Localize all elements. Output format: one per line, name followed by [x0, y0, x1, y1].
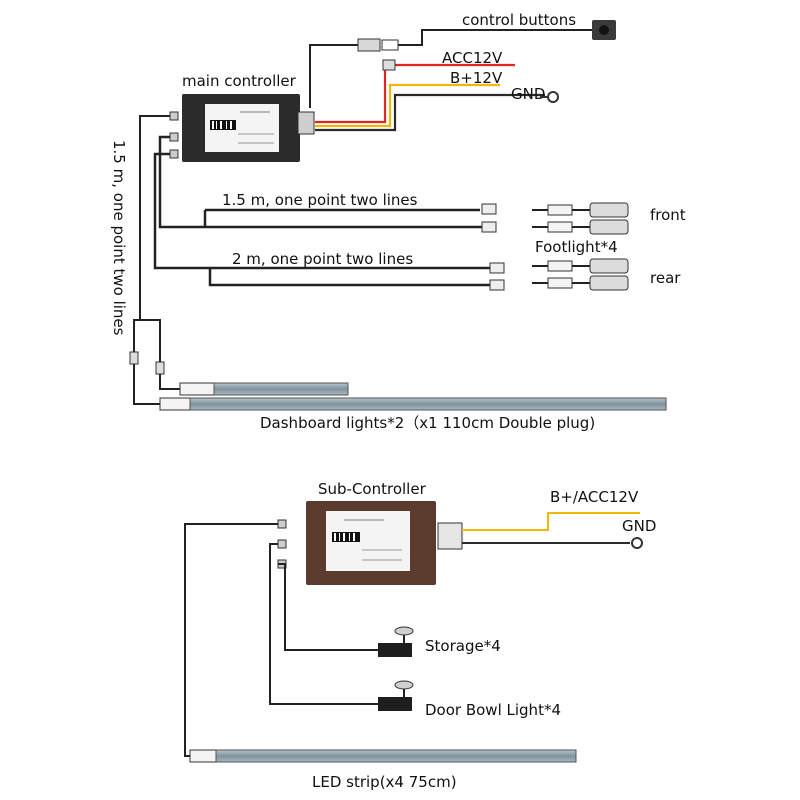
- main-left-connectors: [169, 111, 179, 159]
- control-buttons-label: control buttons: [462, 11, 576, 29]
- main-controller-box: [182, 94, 315, 162]
- footlight-label: Footlight*4: [535, 238, 618, 256]
- sub-controller-box: [306, 501, 463, 585]
- b12v-wire: [315, 83, 500, 128]
- dashboard-strip-short: [179, 382, 349, 396]
- rear-label: rear: [650, 269, 681, 287]
- sub-left-connectors: [277, 519, 287, 569]
- front-label: front: [650, 206, 686, 224]
- gnd-top-label: GND: [511, 85, 545, 103]
- b-acc12v-wire: [462, 512, 640, 531]
- dashboard-label: Dashboard lights*2（x1 110cm Double plug): [260, 414, 595, 432]
- door-bowl-light-icon: [378, 680, 414, 711]
- front-plugs: [481, 203, 497, 233]
- gnd-bottom-label: GND: [622, 517, 656, 535]
- footlight-rear-2: [532, 275, 629, 291]
- main-controller-label: main controller: [182, 72, 297, 90]
- storage-light-icon: [378, 626, 414, 657]
- control-button-wire: [309, 29, 592, 108]
- control-button-icon: [592, 20, 616, 40]
- led-strip-label: LED strip(x4 75cm): [312, 773, 457, 791]
- b12v-label: B+12V: [450, 69, 503, 87]
- gnd-wire-top: [315, 93, 545, 132]
- door-bowl-cable: [269, 543, 378, 705]
- acc12v-label: ACC12V: [442, 49, 503, 67]
- b-acc12v-label: B+/ACC12V: [550, 488, 639, 506]
- ground-lug-icon-bottom: [631, 537, 643, 549]
- led-strip-cable: [184, 523, 278, 757]
- sub-power-wires: [462, 512, 640, 544]
- power-connector-block: [382, 59, 396, 71]
- dashboard-inline-connectors: [129, 351, 165, 375]
- led-strip: [189, 749, 577, 763]
- footlight-front-2: [532, 219, 629, 235]
- power-harness: [315, 63, 545, 132]
- storage-label: Storage*4: [425, 637, 501, 655]
- dashboard-cable: [133, 115, 180, 405]
- front-cable: [158, 135, 485, 229]
- footlight-rear-1: [532, 258, 629, 274]
- sub-controller-label: Sub-Controller: [318, 480, 427, 498]
- inline-connector: [357, 38, 399, 52]
- rear-cable-label: 2 m, one point two lines: [232, 250, 413, 268]
- front-cable-label: 1.5 m, one point two lines: [222, 191, 418, 209]
- vertical-cable-label: 1.5 m, one point two lines: [110, 140, 128, 336]
- footlight-front-1: [532, 202, 629, 218]
- door-bowl-label: Door Bowl Light*4: [425, 701, 561, 719]
- rear-cable: [153, 152, 490, 287]
- storage-cable: [278, 563, 378, 651]
- ground-lug-icon: [540, 91, 559, 103]
- rear-plugs: [489, 262, 505, 291]
- dashboard-strip-long: [159, 397, 667, 411]
- acc12v-wire: [315, 63, 515, 124]
